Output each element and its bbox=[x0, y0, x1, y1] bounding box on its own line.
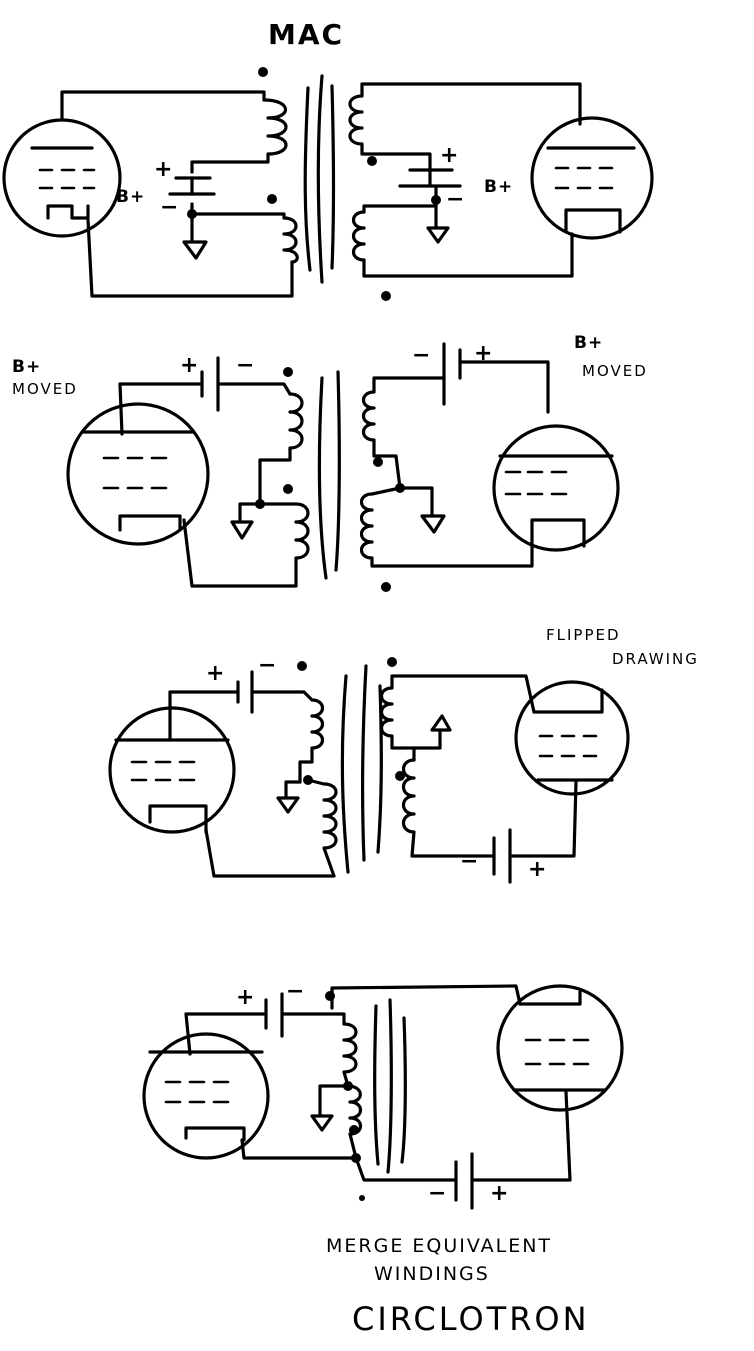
tube-right-3 bbox=[514, 680, 630, 796]
flipped-label: FLIPPED bbox=[546, 626, 621, 644]
svg-text:−: − bbox=[258, 653, 276, 678]
b-plus-moved-left: B+ bbox=[12, 357, 41, 377]
coil-right-lower bbox=[351, 198, 574, 278]
svg-text:+: + bbox=[180, 353, 198, 378]
tube-left-1 bbox=[2, 118, 122, 238]
panel-flipped: FLIPPED DRAWING + − bbox=[108, 626, 699, 884]
windings-label: WINDINGS bbox=[374, 1263, 490, 1285]
tube-left-2 bbox=[66, 402, 210, 546]
coil-right-upper bbox=[348, 82, 582, 172]
drawing-label: DRAWING bbox=[612, 650, 699, 668]
svg-text:−: − bbox=[412, 343, 430, 368]
svg-text:+: + bbox=[440, 143, 458, 168]
svg-text:−: − bbox=[446, 187, 464, 212]
tube-left-4 bbox=[142, 1032, 270, 1160]
panel-mac: MAC + − B+ bbox=[2, 18, 654, 301]
core-line-2 bbox=[317, 376, 328, 580]
svg-text:−: − bbox=[236, 353, 254, 378]
svg-text:+: + bbox=[474, 341, 492, 366]
svg-text:−: − bbox=[460, 849, 478, 874]
svg-text:−: − bbox=[286, 979, 304, 1004]
panel-b-plus-moved: B+ MOVED B+ MOVED + − bbox=[12, 333, 648, 592]
coil-left-upper bbox=[190, 98, 288, 174]
svg-text:−: − bbox=[428, 1181, 446, 1206]
core-line bbox=[303, 86, 312, 272]
tube-right-1 bbox=[530, 116, 654, 240]
merge-equivalent-label: MERGE EQUIVALENT bbox=[326, 1235, 552, 1257]
moved-right: MOVED bbox=[582, 362, 648, 380]
tube-right-2 bbox=[492, 424, 620, 552]
b-plus-right-label: B+ bbox=[484, 177, 513, 197]
core-line-3 bbox=[340, 674, 350, 874]
svg-text:+: + bbox=[528, 857, 546, 882]
svg-text:+: + bbox=[490, 1181, 508, 1206]
moved-left: MOVED bbox=[12, 380, 78, 398]
panel-circlotron: + − − + MERGE EQUIVALENT WINDINGS CIRCLO… bbox=[142, 979, 624, 1338]
svg-text:+: + bbox=[154, 157, 172, 182]
core-line-4 bbox=[373, 1004, 380, 1166]
tube-left-3 bbox=[108, 706, 236, 834]
svg-text:−: − bbox=[160, 195, 178, 220]
coil-left-lower bbox=[190, 202, 299, 264]
title-mac: MAC bbox=[268, 18, 344, 51]
circlotron-label: CIRCLOTRON bbox=[352, 1300, 590, 1338]
b-plus-label: B+ bbox=[116, 187, 145, 207]
svg-text:+: + bbox=[206, 661, 224, 686]
b-plus-moved-right: B+ bbox=[574, 333, 603, 353]
tube-right-4 bbox=[496, 984, 624, 1112]
svg-text:+: + bbox=[236, 985, 254, 1010]
